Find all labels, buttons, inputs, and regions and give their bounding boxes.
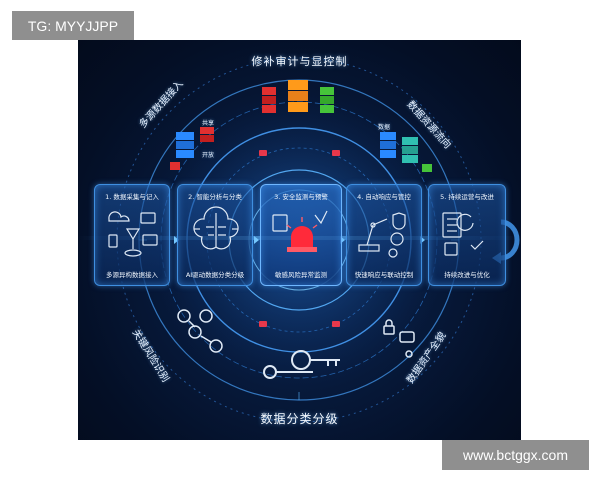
small-label-share: 共享 bbox=[202, 120, 215, 127]
checklist-icon bbox=[442, 212, 484, 256]
robot-arm-icon bbox=[358, 212, 406, 258]
step-card-subtitle: AI驱动数据分类分级 bbox=[185, 271, 245, 279]
step-card-3: 3. 安全监测与预警 敏感风险异常监测 bbox=[260, 184, 342, 286]
bottom-title: 数据分类分级 bbox=[260, 412, 339, 426]
small-label-open: 开放 bbox=[202, 152, 215, 159]
ai-brain-icon bbox=[193, 206, 239, 250]
step-card-subtitle: 快速响应与联动控制 bbox=[354, 271, 414, 279]
top-title: 修补审计与显控制 bbox=[251, 55, 348, 68]
server-stack-icon bbox=[262, 80, 334, 113]
data-collection-icon bbox=[108, 211, 158, 257]
step-card-1: 1. 数据采集与记入 多源异构数据接入 bbox=[94, 184, 170, 286]
step-card-subtitle: 敏感风险异常监测 bbox=[275, 271, 327, 279]
step-card-title: 3. 安全监测与预警 bbox=[274, 193, 328, 201]
diagram-panel: 修补审计与显控制 多源数据接入 数据资源流向 关键风险识别 数据资产全貌 共享 … bbox=[78, 40, 521, 440]
step-card-subtitle: 多源异构数据接入 bbox=[106, 271, 158, 279]
step-card-4: 4. 自动响应与管控 快速响应与联动控制 bbox=[346, 184, 422, 286]
step-card-title: 1. 数据采集与记入 bbox=[105, 193, 159, 201]
step-card-2: 2. 智能分析与分类 AI驱动数据分类分级 bbox=[177, 184, 253, 286]
step-card-5: 5. 持续运营与改进 持续改进与优化 bbox=[428, 184, 506, 286]
step-card-subtitle: 持续改进与优化 bbox=[444, 271, 490, 279]
watermark-bottom-right: www.bctggx.com bbox=[442, 440, 589, 470]
step-card-title: 2. 智能分析与分类 bbox=[188, 193, 242, 201]
watermark-top-left: TG: MYYJJPP bbox=[12, 11, 134, 40]
step-card-title: 4. 自动响应与管控 bbox=[357, 193, 411, 201]
alarm-siren-icon bbox=[272, 210, 328, 252]
small-label-data: 数据 bbox=[378, 124, 391, 131]
step-card-title: 5. 持续运营与改进 bbox=[440, 193, 494, 201]
